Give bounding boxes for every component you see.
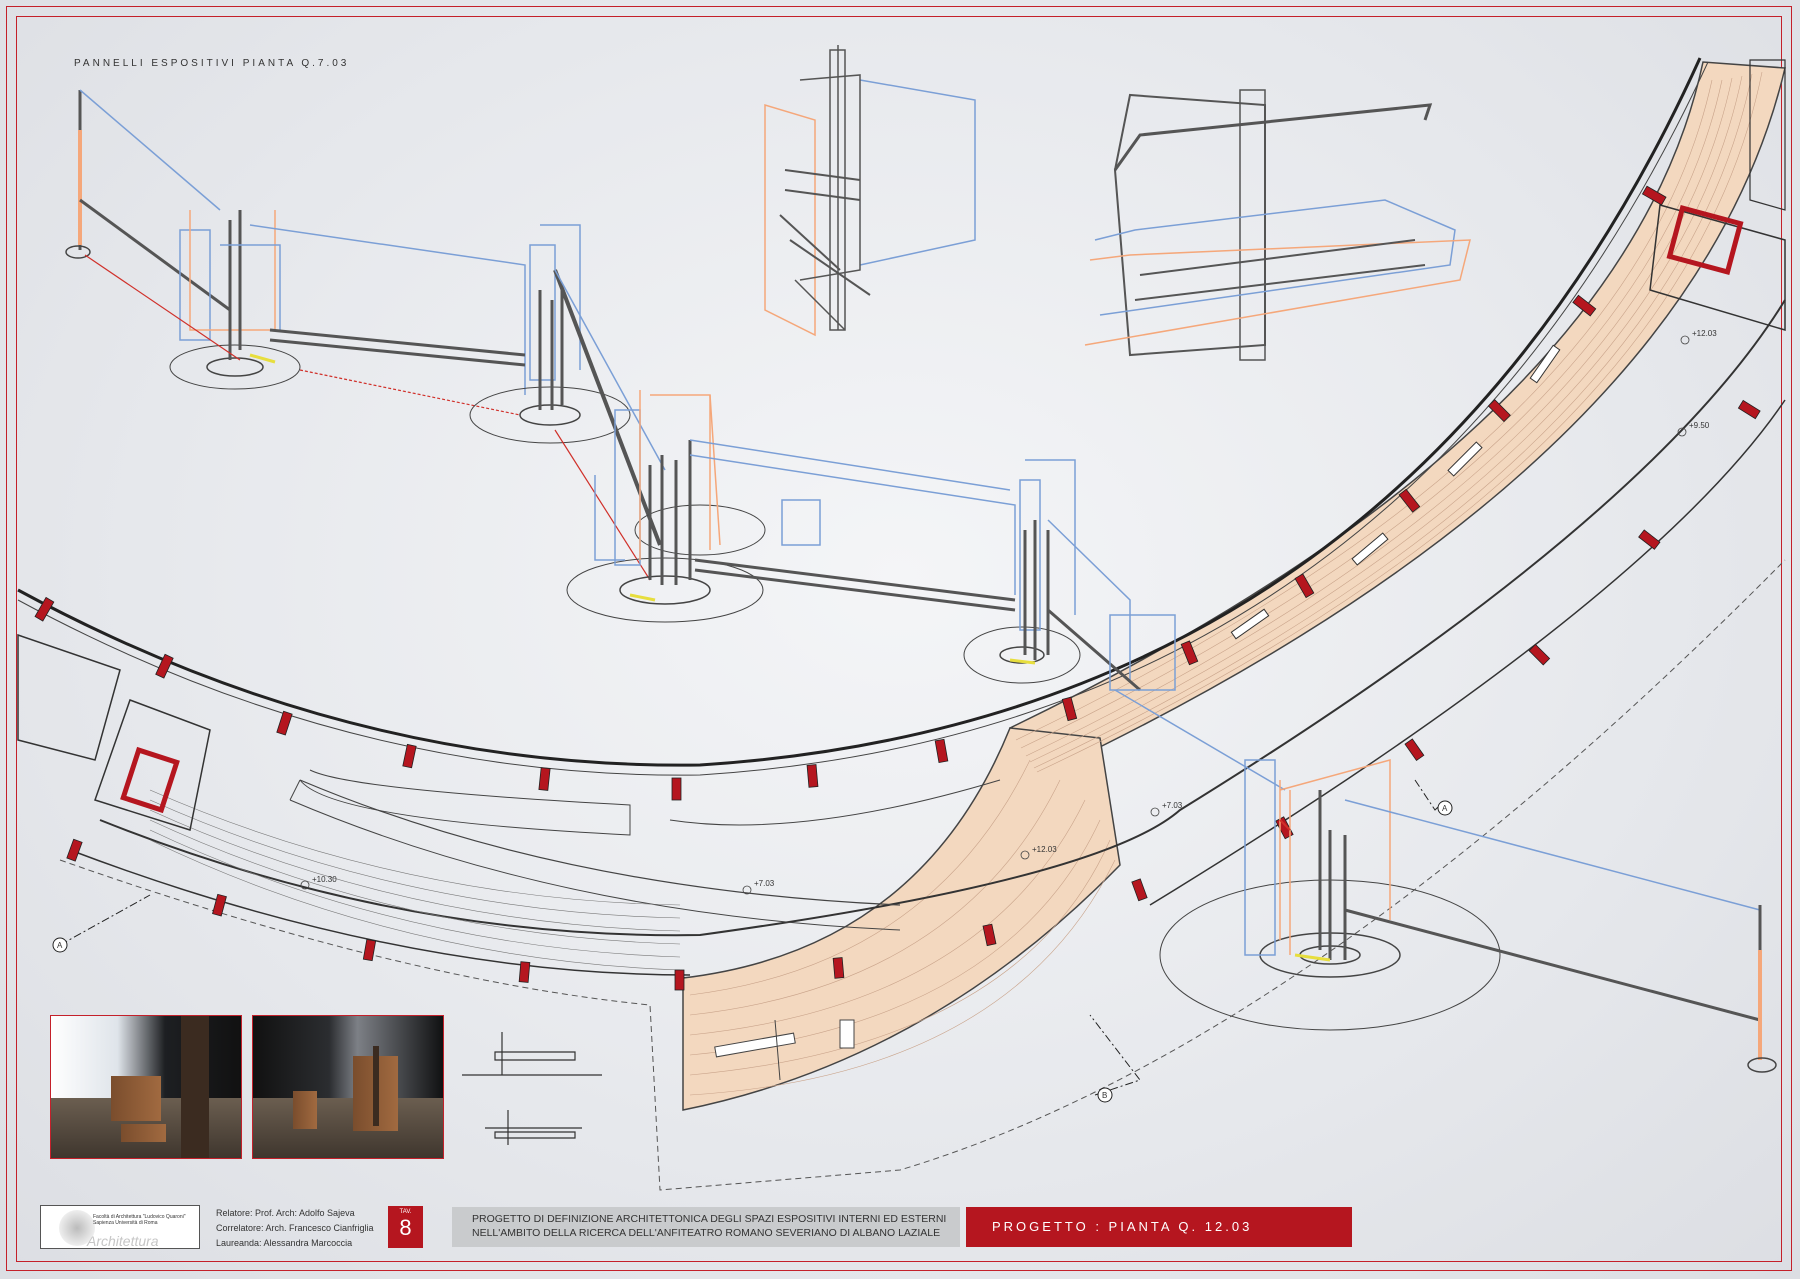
table-number-badge: TAV. 8: [388, 1206, 423, 1248]
outer-frame: [6, 6, 1792, 1271]
column-markers: [34, 185, 1761, 991]
credit-laureanda: Laureanda: Alessandra Marcoccia: [216, 1238, 353, 1248]
section-lines: [52, 779, 1453, 1103]
interior-render-2: [252, 1015, 444, 1159]
panel-assembly-2: [469, 224, 666, 581]
tav-label: TAV.: [399, 1209, 412, 1215]
wood-floor-central: [682, 727, 1121, 1111]
outer-wall-curve: [17, 57, 1702, 767]
inner-wall-curve: [99, 299, 1786, 937]
exploded-panel-b: [1084, 89, 1471, 361]
level-plus-7-03-left: +7.03: [754, 879, 775, 888]
project-title-line-1: PROGETTO DI DEFINIZIONE ARCHITETTONICA D…: [472, 1213, 947, 1225]
level-labels: +10.30 +7.03 +12.03 +7.03 +9.50 +12.03 A…: [57, 329, 1717, 1100]
faculty-logo: Facoltà di Architettura "Ludovico Quaron…: [40, 1205, 200, 1249]
panel-assembly-5: [1159, 759, 1777, 1073]
elevator-right: [1666, 205, 1744, 275]
project-plan-label: PROGETTO : PIANTA Q. 12.03: [966, 1207, 1352, 1247]
level-plus-10-30: +10.30: [312, 875, 337, 884]
stair-block-left: [17, 633, 121, 761]
panel-assembly-4: [963, 459, 1286, 791]
credit-relatore: Relatore: Prof. Arch: Adolfo Sajeva: [216, 1208, 355, 1218]
floor-plan: [17, 57, 1786, 1191]
project-title-box: PROGETTO DI DEFINIZIONE ARCHITETTONICA D…: [452, 1207, 960, 1247]
logo-word: Architettura: [87, 1233, 159, 1249]
detail-sketches: [462, 1032, 602, 1145]
drawing-heading: PANNELLI ESPOSITIVI PIANTA Q.7.03: [74, 58, 350, 69]
stair-block-right: [1649, 204, 1786, 332]
logo-seal-icon: [59, 1210, 95, 1246]
credit-correlatore: Correlatore: Arch. Francesco Cianfriglia: [216, 1223, 374, 1233]
section-marker-a-left: A: [57, 941, 63, 950]
logo-text: Facoltà di Architettura "Ludovico Quaron…: [93, 1214, 186, 1226]
ramp-curve: [299, 779, 901, 906]
floor-furniture: [714, 1019, 855, 1081]
level-markers: [300, 335, 1690, 895]
panel-assembly-1: [65, 89, 526, 416]
exploded-panel-a: [764, 45, 976, 337]
section-marker-b: B: [1102, 1091, 1107, 1100]
tav-number: 8: [399, 1215, 412, 1240]
elevator-left: [120, 746, 180, 814]
project-title-line-2: NELL'AMBITO DELLA RICERCA DELL'ANFITEATR…: [472, 1227, 941, 1239]
inner-frame: [16, 16, 1782, 1262]
level-plus-12-03: +12.03: [1032, 845, 1057, 854]
level-plus-7-03-right: +7.03: [1162, 801, 1183, 810]
level-plus-9-50: +9.50: [1689, 421, 1710, 430]
wood-floor-right: [1008, 61, 1786, 777]
stair-left: [149, 789, 681, 971]
dashed-boundary: [59, 559, 1786, 1191]
panel-assembly-3: [566, 390, 1016, 623]
skylights: [1230, 344, 1561, 640]
section-marker-a-right: A: [1442, 804, 1448, 813]
level-plus-12-03-right: +12.03: [1692, 329, 1717, 338]
interior-render-1: [50, 1015, 242, 1159]
